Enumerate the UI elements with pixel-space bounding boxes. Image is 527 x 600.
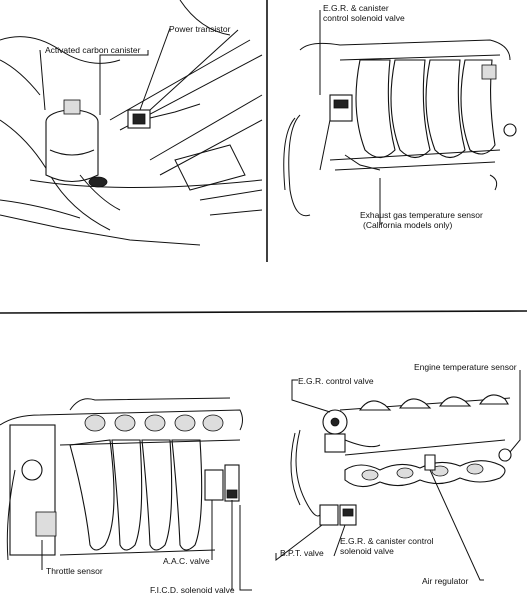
label-egr-canister-solenoid-line2: control solenoid valve — [323, 13, 405, 23]
label-aac-valve: A.A.C. valve — [163, 556, 210, 566]
aac-valve-body — [204, 469, 224, 501]
label-egr-control-valve: E.G.R. control valve — [298, 376, 374, 386]
label-bpt-valve: B.P.T. valve — [280, 548, 324, 558]
label-air-regulator: Air regulator — [422, 576, 469, 586]
bottom-right-manifold-illustration — [275, 370, 521, 581]
top-right-intake-illustration — [283, 10, 517, 225]
top-left-engine-bay-illustration — [0, 0, 263, 246]
label-engine-temp-sensor: Engine temperature sensor — [414, 362, 517, 372]
air-regulator-body — [424, 454, 436, 471]
bottom-left-manifold-illustration — [0, 397, 252, 591]
panel-dividers — [0, 0, 527, 314]
label-egr-canister-control-line1: E.G.R. & canister control — [340, 536, 434, 546]
label-egr-canister-solenoid-line1: E.G.R. & canister — [323, 3, 389, 13]
label-exhaust-temp-sensor-line1: Exhaust gas temperature sensor — [360, 210, 483, 220]
label-throttle-sensor: Throttle sensor — [46, 566, 103, 576]
label-ficd-solenoid-valve: F.I.C.D. solenoid valve — [150, 585, 235, 595]
label-power-transistor: Power transistor — [169, 24, 231, 34]
label-activated-carbon-canister: Activated carbon canister — [45, 45, 141, 55]
engine-temp-sensor-body — [498, 448, 512, 462]
label-egr-canister-control-line2: solenoid valve — [340, 546, 394, 556]
label-exhaust-temp-sensor-line2: (California models only) — [363, 220, 453, 230]
bpt-valve-body — [319, 504, 339, 526]
